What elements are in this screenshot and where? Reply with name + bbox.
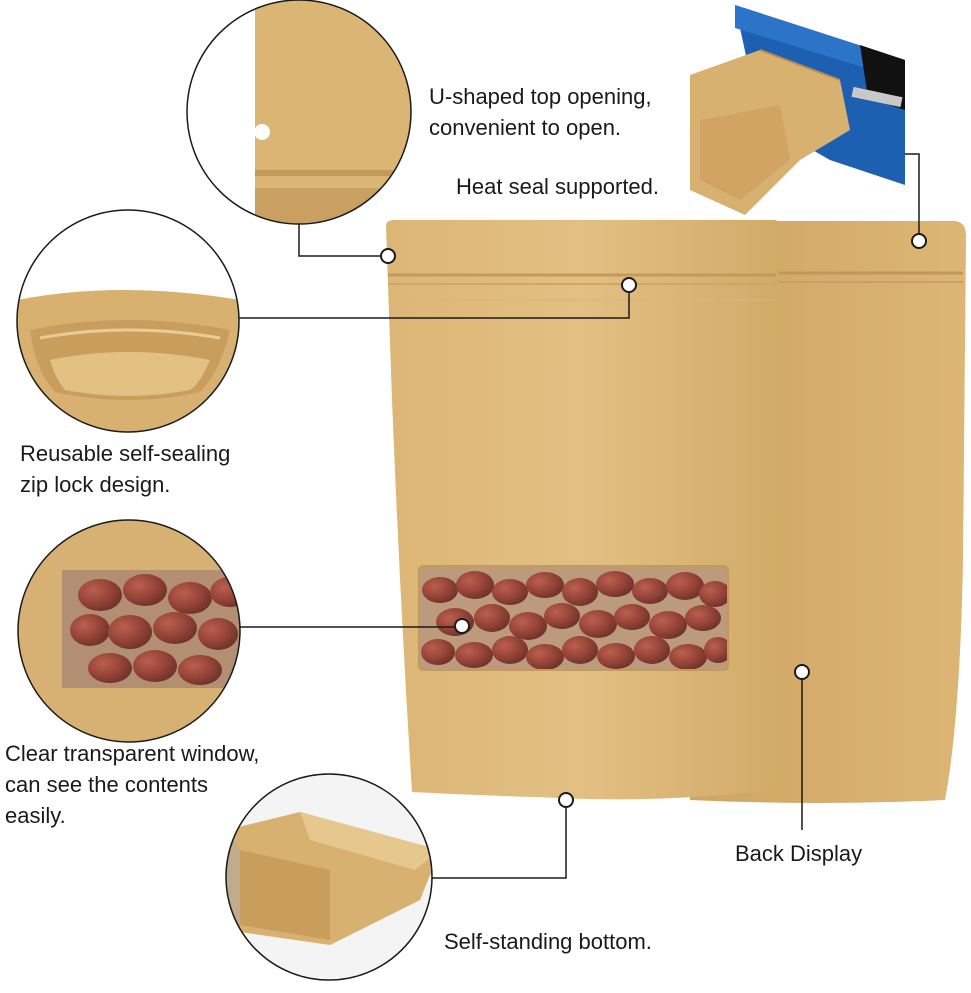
bag-front (386, 220, 780, 800)
callout-connectors (239, 153, 920, 879)
bottom-marker (558, 792, 574, 808)
back-marker (794, 664, 810, 680)
heat-sealer-image (690, 5, 905, 215)
callout-circle-bottom (225, 773, 433, 981)
callout-circle-window (17, 519, 241, 743)
label-self-standing-bottom: Self-standing bottom. (444, 929, 652, 954)
label-transparent-window: Clear transparent window, can see the co… (5, 741, 260, 828)
callout-markers (380, 248, 810, 808)
label-back-display: Back Display (735, 841, 863, 866)
back-hang-hole-marker (911, 233, 927, 249)
callout-circle-top-opening (186, 0, 412, 225)
label-u-shaped-opening: U-shaped top opening, convenient to open… (429, 84, 652, 140)
callout-circle-zip-lock (16, 209, 240, 433)
hang-hole-marker (380, 248, 396, 264)
label-zip-lock: Reusable self-sealing zip lock design. (20, 441, 231, 497)
zip-marker (621, 277, 637, 293)
window-marker (454, 618, 470, 634)
label-heat-seal: Heat seal supported. (456, 174, 660, 199)
